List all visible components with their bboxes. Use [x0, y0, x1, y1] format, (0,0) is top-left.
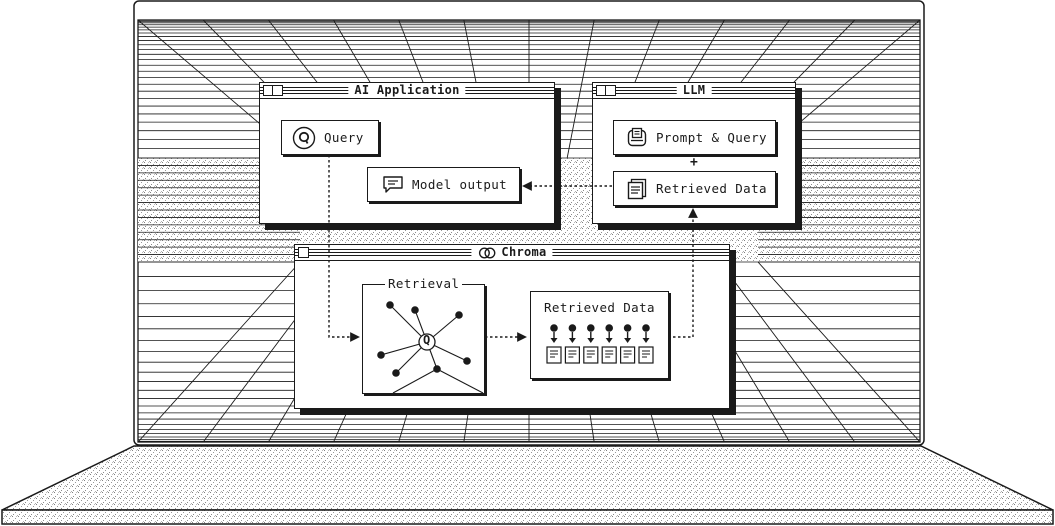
chroma-window: Chroma Retrieval [294, 244, 730, 409]
chroma-title: Chroma [501, 245, 547, 259]
vector-graph [377, 301, 484, 393]
document-icon [619, 346, 636, 364]
query-vector-node: Q [423, 333, 431, 347]
chroma-retrieved-data-title: Retrieved Data [544, 300, 655, 315]
chat-bubble-icon [382, 175, 404, 195]
retrieval-title: Retrieval [385, 276, 463, 291]
query-label: Query [324, 130, 364, 145]
retrieved-document-item [546, 324, 562, 364]
printer-document-icon [626, 127, 648, 149]
magnifier-q-icon [292, 126, 316, 150]
llm-retrieved-data-label: Retrieved Data [656, 181, 767, 196]
retrieved-document-item [638, 324, 654, 364]
retrieved-document-item [564, 324, 581, 364]
prompt-query-node[interactable]: Prompt & Query [613, 120, 776, 155]
plus-sign: + [690, 155, 698, 170]
vector-dot [550, 324, 558, 332]
down-arrow-icon [642, 338, 650, 343]
vector-dot [587, 324, 595, 332]
ai-application-window: AI Application Query Model output [259, 82, 555, 224]
document-icon [638, 346, 654, 364]
vector-dot [623, 324, 632, 332]
ai-application-title: AI Application [348, 83, 466, 98]
vector-dot [568, 324, 577, 332]
window-control-box[interactable] [272, 85, 283, 96]
llm-retrieved-data-node[interactable]: Retrieved Data [613, 171, 776, 206]
down-arrow-icon [550, 338, 558, 343]
vector-dot [642, 324, 650, 332]
chroma-title-wrap: Chroma [471, 245, 553, 260]
retrieved-document-item [583, 324, 599, 364]
laptop-base [1, 445, 1054, 511]
model-output-node[interactable]: Model output [367, 167, 520, 202]
document-icon [546, 346, 562, 364]
down-arrow-icon [605, 338, 613, 343]
llm-title: LLM [676, 83, 712, 98]
chroma-logo-icon [478, 246, 496, 259]
chroma-retrieved-data-panel: Retrieved Data [530, 291, 669, 379]
model-output-label: Model output [412, 177, 508, 192]
document-icon [564, 346, 581, 364]
llm-titlebar: LLM [593, 83, 795, 99]
chroma-titlebar: Chroma [295, 245, 729, 261]
document-icon [601, 346, 617, 364]
window-control-box[interactable] [298, 247, 309, 258]
document-stack-icon [626, 178, 648, 200]
down-arrow-icon [568, 338, 576, 343]
prompt-query-label: Prompt & Query [656, 130, 767, 145]
retrieval-panel: Retrieval [362, 276, 485, 394]
vector-dot [605, 324, 613, 332]
window-control-box[interactable] [605, 85, 616, 96]
ai-application-titlebar: AI Application [260, 83, 554, 99]
query-node[interactable]: Query [281, 120, 379, 155]
llm-window: LLM Prompt & Query + Retrieved Data [592, 82, 796, 224]
document-icon [583, 346, 599, 364]
retrieved-document-item [601, 324, 617, 364]
down-arrow-icon [587, 338, 595, 343]
retrieved-document-item [619, 324, 636, 364]
down-arrow-icon [624, 338, 632, 343]
retrieved-documents-row [546, 324, 654, 364]
laptop-base-front [1, 509, 1054, 525]
